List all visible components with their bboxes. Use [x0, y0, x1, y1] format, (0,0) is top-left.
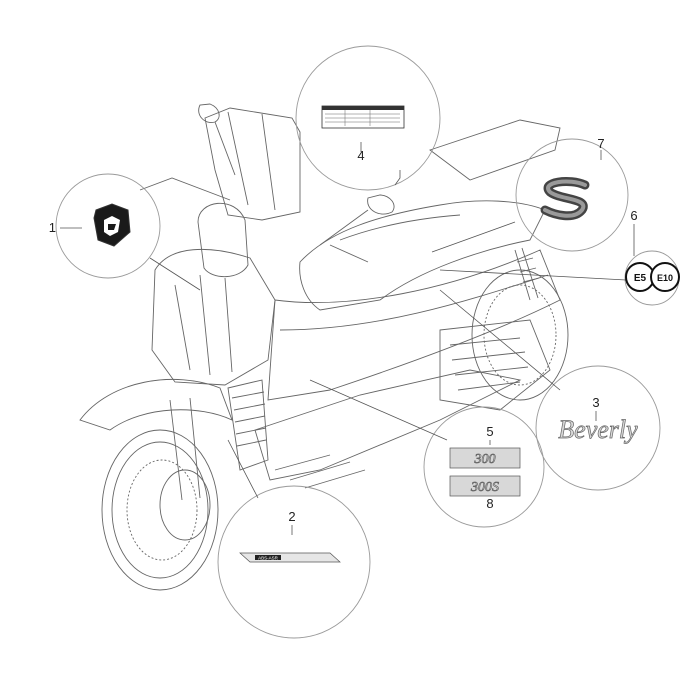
- rear-rack: [429, 119, 561, 181]
- handlebar: [139, 177, 369, 263]
- rear-shock: [514, 247, 539, 301]
- front-spokes: [126, 459, 198, 561]
- windshield-lines: [227, 111, 276, 211]
- leader-7: [431, 221, 516, 253]
- callout-circles: [55, 45, 680, 639]
- left-mirror: [198, 103, 220, 123]
- label-grid: [325, 110, 400, 126]
- leader-1: [149, 257, 201, 291]
- leader-6: [439, 269, 627, 281]
- callout-6: 6: [630, 208, 637, 223]
- badge-e10: E10: [657, 273, 673, 283]
- seat: [299, 200, 546, 311]
- abs-asr-text: ABS-ASR: [258, 556, 279, 561]
- brand-script-text: Beverly: [558, 415, 638, 444]
- callout-3: 3: [592, 395, 599, 410]
- callout-1: 1: [49, 220, 56, 235]
- callout-4: 4: [357, 148, 364, 163]
- circle-item-1: [55, 173, 161, 279]
- front-disc: [159, 469, 211, 541]
- callout-2: 2: [288, 509, 295, 524]
- scooter-outline: [79, 103, 569, 591]
- circle-item-5-8: [423, 406, 545, 528]
- circle-item-7: [515, 138, 629, 252]
- piaggio-badge-icon: [93, 203, 131, 247]
- floor-ribs: [274, 454, 366, 489]
- plate-300: [449, 447, 521, 469]
- right-mirror: [367, 194, 395, 215]
- callout-7: 7: [597, 136, 604, 151]
- model-300-text: 300: [474, 452, 496, 467]
- rear-spokes: [483, 284, 557, 386]
- callout-numbers: 1 2 3 4 5 6 7 8: [49, 136, 638, 524]
- leader-5-8: [309, 379, 448, 441]
- label-header: [322, 106, 404, 110]
- brand-script-decal: Beverly: [558, 415, 639, 445]
- front-tire-inner: [111, 441, 209, 579]
- front-fender: [79, 378, 233, 431]
- plate-300s: [449, 475, 521, 497]
- model-plates: 300 300S: [449, 447, 521, 497]
- leader-lines: [60, 142, 635, 535]
- mirror-stems: [214, 121, 369, 246]
- headlight: [197, 202, 249, 278]
- front-fork: [169, 397, 201, 501]
- seat-seam: [339, 214, 461, 241]
- circle-item-4: [295, 45, 441, 191]
- rear-tire: [471, 269, 569, 401]
- front-shield: [151, 249, 276, 386]
- side-panel: [267, 249, 561, 401]
- callout-5: 5: [486, 424, 493, 439]
- badge-e10-frame: [650, 262, 680, 292]
- model-300s-text: 300S: [470, 480, 499, 495]
- grille-slats: [231, 391, 267, 447]
- shock-spring: [516, 257, 540, 283]
- shield-lines: [174, 274, 233, 376]
- circle-item-3: [535, 365, 661, 491]
- s-logo-highlight: [543, 179, 587, 218]
- leader-4: [394, 170, 401, 186]
- footboard: [254, 369, 522, 481]
- callout-8: 8: [486, 496, 493, 511]
- abs-asr-decal: ABS-ASR: [239, 552, 341, 563]
- engine-fins: [449, 337, 529, 391]
- s-logo-decal: [540, 177, 590, 221]
- info-label: [321, 105, 405, 129]
- circle-item-2: [217, 485, 371, 639]
- fuel-badges: E5 E10: [625, 262, 680, 292]
- abs-asr-block: [255, 555, 281, 560]
- side-grille: [227, 379, 269, 471]
- windshield: [204, 107, 301, 221]
- engine-case: [439, 319, 551, 411]
- badge-e5: E5: [634, 273, 647, 284]
- leader-3: [439, 289, 561, 391]
- leader-2: [227, 439, 259, 499]
- front-tire-outer: [101, 429, 219, 591]
